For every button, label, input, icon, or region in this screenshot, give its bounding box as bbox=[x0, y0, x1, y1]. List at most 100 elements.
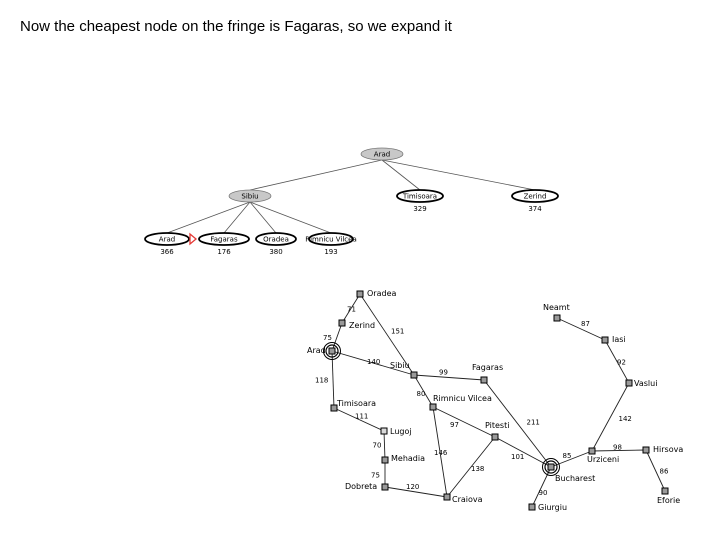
road-distance: 71 bbox=[347, 306, 356, 314]
tree-edge-sibiu-arad-leaf bbox=[166, 201, 251, 234]
road-distance: 140 bbox=[367, 358, 380, 366]
road-line bbox=[432, 406, 448, 498]
road-distance: 98 bbox=[613, 444, 622, 452]
city-marker bbox=[547, 463, 555, 471]
city-label: Iasi bbox=[612, 335, 626, 344]
city-marker bbox=[338, 319, 346, 327]
road-line bbox=[333, 407, 385, 432]
road-rimnicu-craiova: 146 bbox=[432, 406, 448, 498]
city-label: Sibiu bbox=[390, 361, 410, 370]
road-line bbox=[384, 486, 448, 498]
city-label: Vaslui bbox=[634, 379, 657, 388]
city-label: Giurgiu bbox=[538, 503, 567, 512]
tree-edge-sibiu-rimnicu-leaf bbox=[249, 201, 332, 234]
tree-node-cost: 176 bbox=[217, 248, 231, 256]
tree-node-inner-ring bbox=[201, 234, 247, 244]
road-distance: 142 bbox=[619, 415, 632, 423]
road-line bbox=[591, 382, 630, 452]
tree-node-label: Timisoara bbox=[402, 193, 437, 201]
road-pitesti-bucharest: 101 bbox=[494, 436, 552, 468]
city-marker bbox=[491, 433, 499, 441]
city-label: Zerind bbox=[349, 321, 375, 330]
tree-node-cost: 380 bbox=[269, 248, 282, 256]
road-craiova-pitesti: 138 bbox=[446, 436, 496, 498]
tree-node-sibiu: Sibiu bbox=[228, 189, 272, 203]
road-dobreta-craiova: 120 bbox=[384, 483, 448, 498]
road-distance: 211 bbox=[527, 419, 540, 427]
road-vaslui-iasi: 92 bbox=[604, 339, 630, 384]
city-zerind: Zerind bbox=[338, 319, 375, 330]
city-dobreta: Dobreta bbox=[345, 482, 389, 491]
road-line bbox=[383, 430, 386, 461]
road-distance: 92 bbox=[617, 359, 626, 367]
city-neamt: Neamt bbox=[543, 303, 570, 322]
city-marker bbox=[601, 336, 609, 344]
city-hirsova: Hirsova bbox=[642, 445, 683, 454]
city-arad: Arad bbox=[307, 342, 341, 360]
road-distance: 97 bbox=[450, 421, 459, 429]
tree-node-label: Arad bbox=[159, 236, 175, 244]
road-distance: 99 bbox=[439, 369, 448, 377]
city-ring bbox=[544, 460, 558, 474]
search-tree-edges bbox=[166, 159, 536, 234]
city-outer-ring bbox=[542, 458, 560, 476]
city-marker bbox=[661, 487, 669, 495]
tree-node-inner-ring bbox=[258, 234, 294, 244]
road-arad-timisoara: 118 bbox=[315, 350, 335, 409]
city-label: Urziceni bbox=[587, 455, 619, 464]
city-rimnicu: Rimnicu Vilcea bbox=[429, 394, 492, 411]
road-distance: 90 bbox=[539, 489, 548, 497]
road-line bbox=[331, 322, 343, 352]
road-distance: 87 bbox=[581, 320, 590, 328]
tree-node-label: Zerind bbox=[524, 193, 547, 201]
city-label: Rimnicu Vilcea bbox=[433, 394, 492, 403]
tree-node-timisoara: Timisoara 329 bbox=[396, 189, 444, 213]
road-oradea-sibiu: 151 bbox=[359, 293, 415, 376]
road-line bbox=[591, 449, 647, 452]
tree-node-inner-ring bbox=[514, 191, 556, 201]
road-distance: 70 bbox=[373, 442, 382, 450]
city-ring bbox=[325, 344, 339, 358]
tree-edge-sibiu-fagaras bbox=[223, 201, 251, 234]
road-line bbox=[413, 374, 485, 381]
city-lugoj: Lugoj bbox=[380, 427, 412, 436]
tree-node-label: Rimnicu Vilcea bbox=[305, 236, 357, 244]
road-distance: 80 bbox=[417, 390, 426, 398]
slide-title: Now the cheapest node on the fringe is F… bbox=[20, 18, 452, 35]
city-oradea: Oradea bbox=[356, 289, 396, 298]
road-sibiu-fagaras: 99 bbox=[413, 369, 485, 381]
city-timisoara: Timisoara bbox=[330, 399, 376, 412]
city-bucharest: Bucharest bbox=[542, 458, 595, 483]
road-line bbox=[494, 436, 552, 468]
road-hirsova-eforie: 86 bbox=[645, 449, 669, 492]
city-marker bbox=[380, 427, 388, 435]
city-marker bbox=[553, 314, 561, 322]
tree-edge-arad-root-sibiu bbox=[249, 159, 383, 191]
tree-node-cost: 366 bbox=[160, 248, 174, 256]
city-label: Mehadia bbox=[391, 454, 425, 463]
city-craiova: Craiova bbox=[443, 493, 483, 504]
tree-node-cost: 329 bbox=[413, 205, 426, 213]
city-label: Craiova bbox=[452, 495, 483, 504]
road-distance: 151 bbox=[391, 328, 404, 336]
road-distance: 146 bbox=[434, 449, 448, 457]
city-marker bbox=[410, 371, 418, 379]
road-distance: 75 bbox=[323, 334, 332, 342]
city-label: Dobreta bbox=[345, 482, 377, 491]
city-label: Neamt bbox=[543, 303, 570, 312]
city-eforie: Eforie bbox=[657, 487, 680, 505]
city-marker bbox=[381, 483, 389, 491]
road-line bbox=[359, 293, 415, 376]
city-marker bbox=[642, 446, 650, 454]
city-label: Arad bbox=[307, 346, 326, 355]
city-vaslui: Vaslui bbox=[625, 379, 657, 388]
road-line bbox=[446, 436, 496, 498]
tree-node-label: Arad bbox=[374, 151, 390, 159]
city-marker bbox=[443, 493, 451, 501]
city-marker bbox=[625, 379, 633, 387]
road-sibiu-rimnicu: 80 bbox=[413, 374, 434, 408]
city-giurgiu: Giurgiu bbox=[528, 503, 567, 512]
city-fagaras: Fagaras bbox=[472, 363, 503, 384]
